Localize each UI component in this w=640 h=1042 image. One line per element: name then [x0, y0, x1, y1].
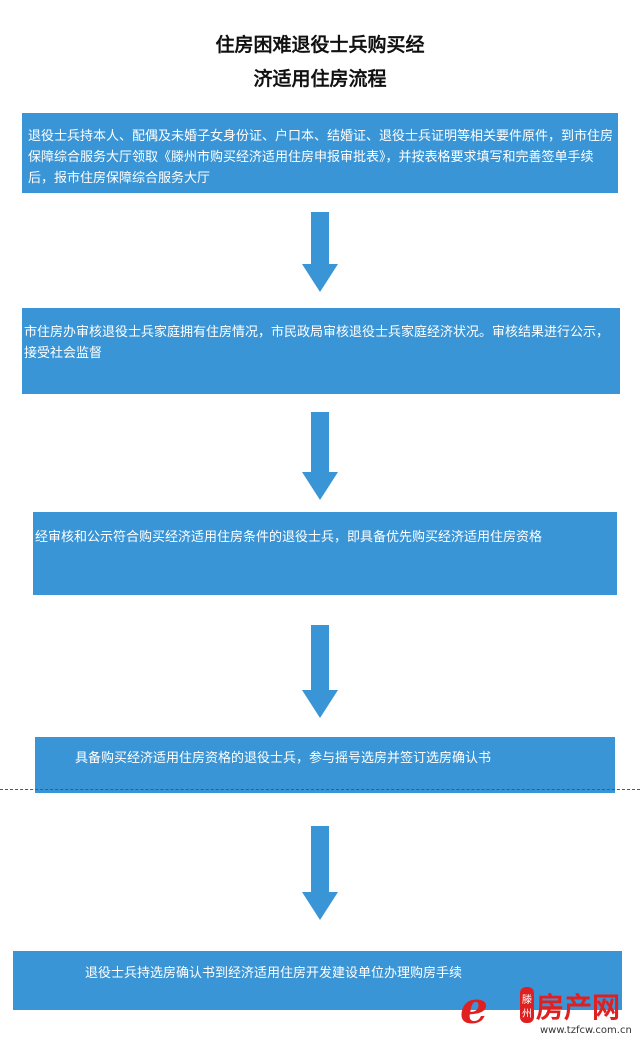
step-box-1: 退役士兵持本人、配偶及未婚子女身份证、户口本、结婚证、退役士兵证明等相关要件原件… — [22, 113, 618, 193]
title-line-1: 住房困难退役士兵购买经 — [215, 34, 425, 56]
arrow-down-icon — [302, 212, 338, 292]
divider — [0, 789, 640, 790]
step-box-4: 具备购买经济适用住房资格的退役士兵，参与摇号选房并签订选房确认书 — [35, 737, 615, 793]
svg-text:房产网: 房产网 — [536, 991, 620, 1024]
step-box-3: 经审核和公示符合购买经济适用住房条件的退役士兵，即具备优先购买经济适用住房资格 — [33, 512, 617, 595]
svg-text:e: e — [460, 985, 488, 1034]
watermark-logo: e 滕 州 房产网 www.tzfcw.com.cn — [460, 983, 640, 1038]
arrow-down-icon — [302, 826, 338, 920]
svg-text:www.tzfcw.com.cn: www.tzfcw.com.cn — [540, 1025, 632, 1036]
arrow-down-icon — [302, 412, 338, 500]
step-box-5: 退役士兵持选房确认书到经济适用住房开发建设单位办理购房手续 — [13, 951, 622, 1010]
step-box-2: 市住房办审核退役士兵家庭拥有住房情况，市民政局审核退役士兵家庭经济状况。审核结果… — [22, 308, 620, 394]
arrow-down-icon — [302, 625, 338, 718]
svg-text:州: 州 — [522, 1008, 532, 1020]
title-line-2: 济适用住房流程 — [253, 68, 387, 90]
svg-text:滕: 滕 — [522, 993, 532, 1006]
